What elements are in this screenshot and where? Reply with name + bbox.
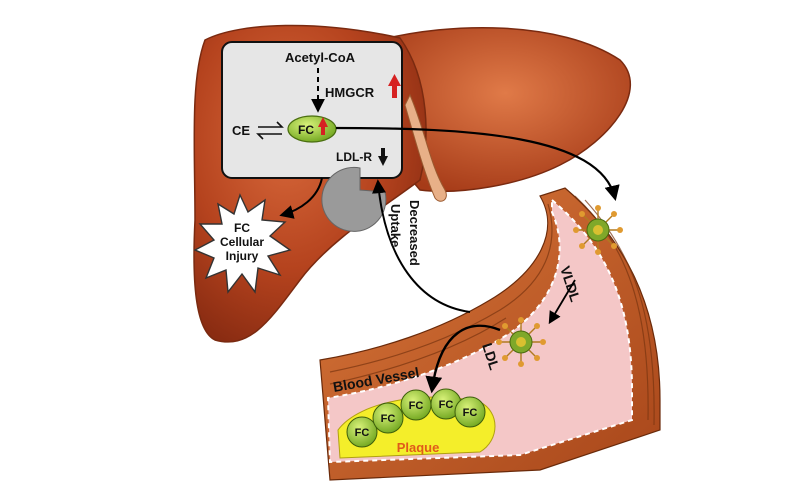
up-arrow-icon [318, 117, 328, 135]
plaque-fc-label: FC [381, 413, 396, 425]
ldl-receptor-icon [321, 166, 387, 232]
equilibrium-arrows-icon [256, 121, 284, 140]
plaque-fc-particle [346, 416, 378, 448]
liver-right-lobe [379, 26, 632, 193]
lipoprotein-particle-icon [573, 205, 623, 255]
fc-to-vessel-arrow [335, 126, 620, 201]
plaque-fc-label: FC [439, 399, 454, 411]
hmgcr-label: HMGCR [325, 85, 375, 100]
plaque-fc-label: FC [409, 400, 424, 412]
vldl-to-ldl-arrow [548, 279, 576, 325]
fc-to-injury-arrow [279, 177, 323, 219]
liver-ligament [404, 93, 447, 202]
injury-label-line1: FC [234, 221, 250, 235]
plaque-fc-label: FC [463, 407, 478, 419]
lipoprotein-particle-icon [496, 317, 546, 367]
plaque-fc-particle [372, 402, 404, 434]
injury-burst-icon [193, 193, 292, 294]
up-arrow-icon [388, 74, 401, 98]
plaque-label: Plaque [397, 440, 440, 455]
plaque-fc-label: FC [355, 427, 370, 439]
uptake-label: Uptake [388, 204, 403, 247]
down-arrow-icon [378, 148, 388, 166]
ce-label: CE [232, 123, 250, 138]
acetyl-coa-label: Acetyl-CoA [285, 50, 356, 65]
decreased-uptake-arrow [372, 179, 471, 313]
ldl-r-label: LDL-R [336, 150, 372, 164]
fc-center-label: FC [298, 123, 314, 137]
decreased-label: Decreased [407, 200, 422, 266]
ldl-to-plaque-arrow [425, 324, 501, 394]
plaque-fc-particle [454, 396, 486, 428]
injury-label-line3: Injury [226, 249, 259, 263]
plaque-fc-particles: FC FC FC FC FC [346, 388, 486, 448]
injury-label-line2: Cellular [220, 235, 264, 249]
